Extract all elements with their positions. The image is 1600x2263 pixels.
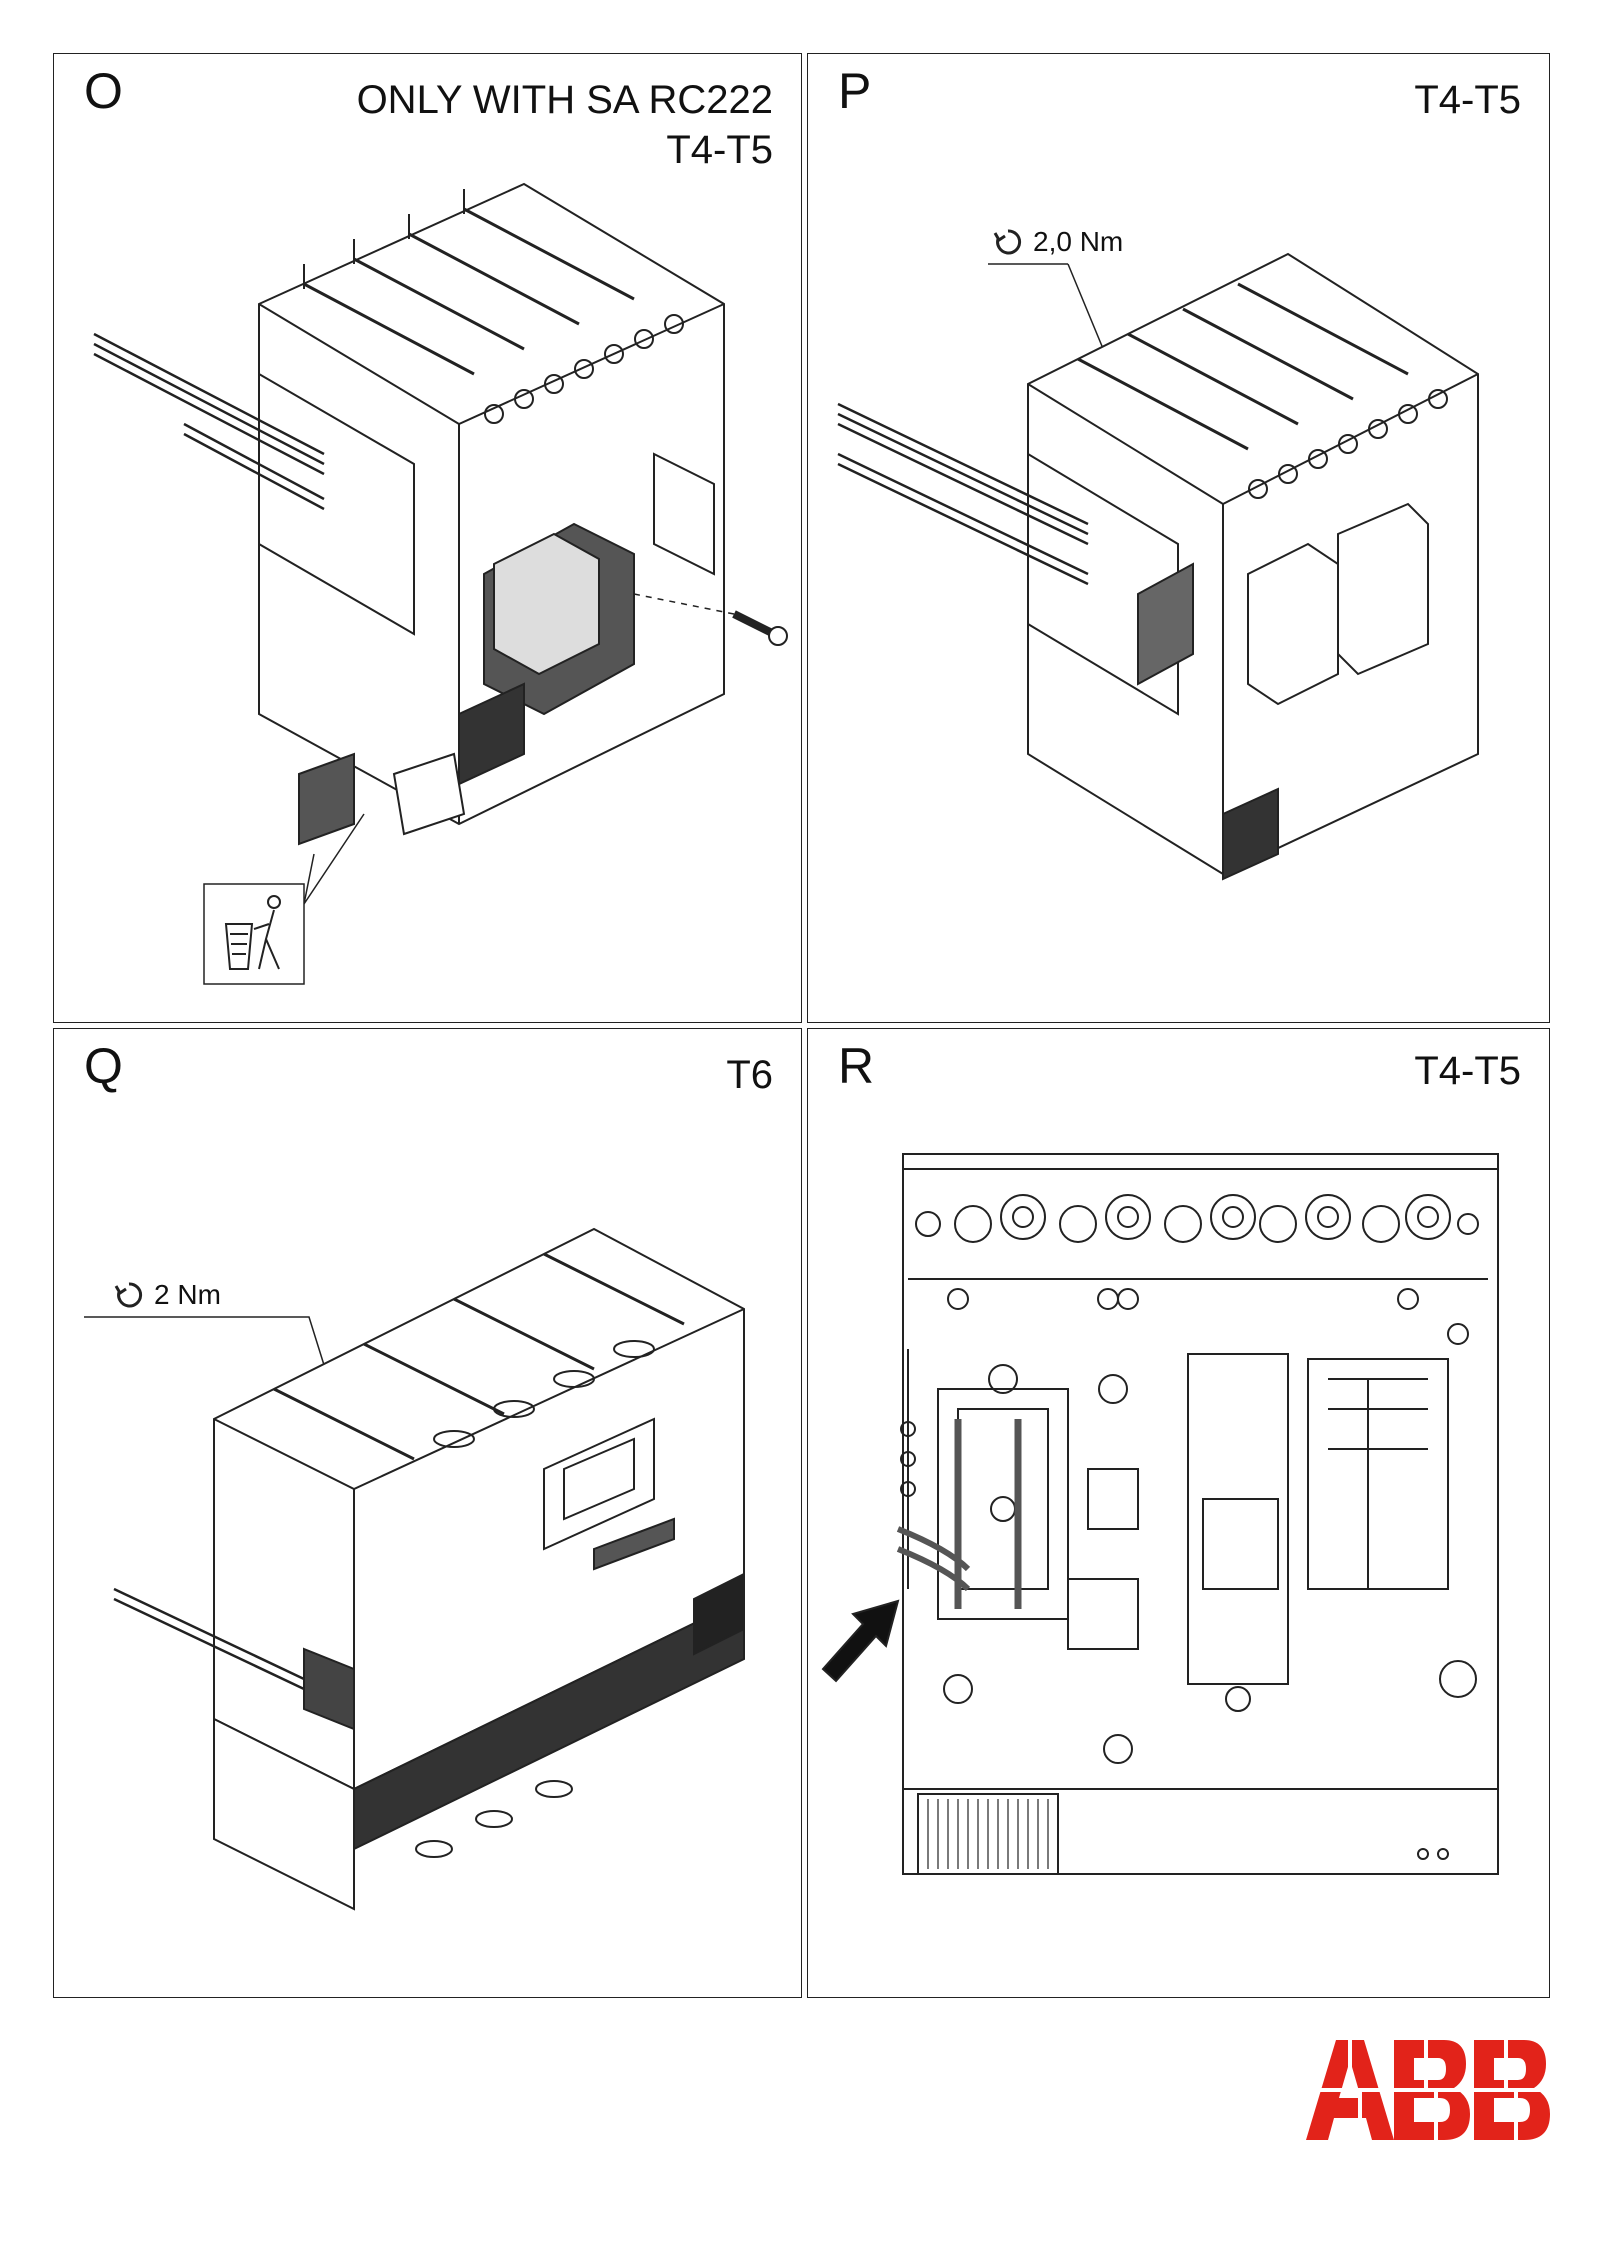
- panel-q: Q T6 2 Nm: [53, 1028, 802, 1998]
- torque-value: 2 Nm: [154, 1279, 221, 1310]
- rotation-icon: [993, 229, 1022, 255]
- panel-caption-title: ONLY WITH SA RC222: [356, 78, 773, 122]
- panel-o: O ONLY WITH SA RC222 T4-T5: [53, 53, 802, 1023]
- panel-letter: O: [84, 63, 123, 119]
- arrow-icon: [821, 1599, 900, 1683]
- torque-label: 2 Nm: [114, 1279, 221, 1311]
- rotation-icon: [114, 1282, 143, 1308]
- panel-letter: R: [838, 1038, 875, 1094]
- panel-caption-model: T4-T5: [1414, 1049, 1521, 1093]
- breaker-3d-drawing: [93, 182, 788, 985]
- breaker-front-drawing: [821, 1153, 1499, 1875]
- breaker-3d-drawing: [837, 252, 1479, 881]
- breaker-3d-drawing: [84, 1227, 745, 1911]
- panel-letter: P: [838, 63, 872, 119]
- torque-value: 2,0 Nm: [1033, 226, 1124, 257]
- abb-logo: [1306, 2040, 1550, 2140]
- panel-letter: Q: [84, 1038, 123, 1094]
- torque-label: 2,0 Nm: [993, 226, 1123, 258]
- panel-r: R T4-T5: [807, 1028, 1550, 1998]
- panel-caption-model: T4-T5: [666, 128, 773, 172]
- panel-caption-model: T4-T5: [1414, 78, 1521, 122]
- panel-caption-model: T6: [726, 1053, 773, 1097]
- panel-p: P T4-T5 2,0 Nm: [807, 53, 1550, 1023]
